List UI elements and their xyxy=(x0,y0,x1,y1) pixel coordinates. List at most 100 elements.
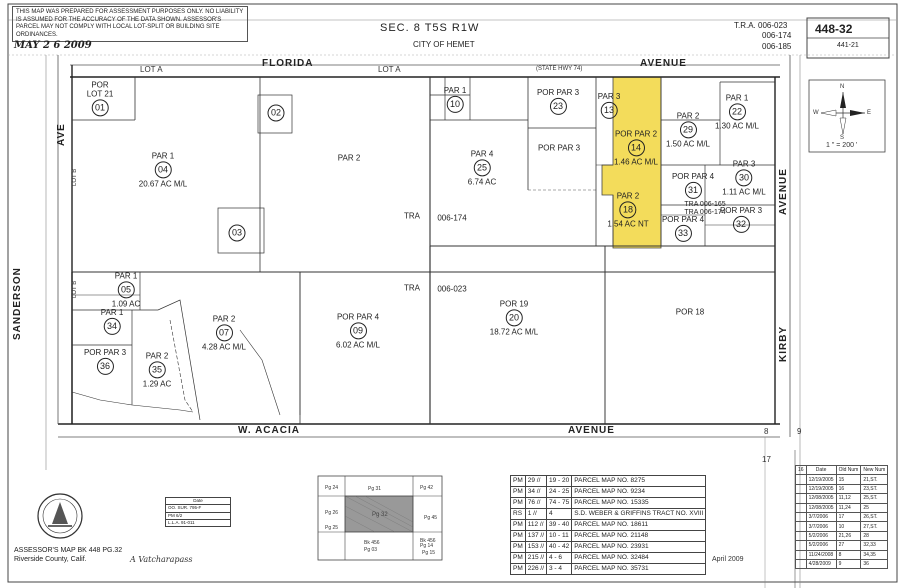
parcel-34[interactable]: PAR 1 34 xyxy=(101,308,123,336)
parcel-number: 22 xyxy=(728,103,746,121)
hist-table-cell: 12/19/2005 xyxy=(805,483,837,495)
hist-table-cell xyxy=(795,558,807,570)
parcel-area: 1.54 AC NT xyxy=(607,219,649,229)
pm-table-cell: 215 // xyxy=(524,552,548,564)
hist-table-cell: 15 xyxy=(835,474,862,485)
parcel-18[interactable]: PAR 2 18 1.54 AC NT xyxy=(607,191,648,228)
parcel-13[interactable]: PAR 3 13 xyxy=(598,92,620,120)
pm-table-cell: PM xyxy=(510,530,526,542)
por-par3-label: POR PAR 3 xyxy=(537,143,581,153)
parcel-02[interactable]: 02 xyxy=(267,104,285,123)
parcel-number: 18 xyxy=(619,201,637,219)
parcel-05[interactable]: PAR 1 05 1.09 AC xyxy=(112,271,140,308)
parcel-area: 1.30 AC M/L xyxy=(714,121,760,131)
street-acacia: W. ACACIA xyxy=(238,425,300,436)
received-stamp: MAY 2 6 2009 xyxy=(14,40,92,51)
footer: ASSESSOR'S MAP BK 448 PG.32 Riverside Co… xyxy=(14,546,122,564)
pm-table-cell: PARCEL MAP NO. 8275 xyxy=(571,475,707,487)
tra-block: T.R.A. 006-023 006-174 006-185 xyxy=(734,21,791,52)
hist-table-cell xyxy=(795,483,807,495)
parcel-number: 04 xyxy=(154,161,172,179)
hist-table-cell: 5/2/2006 xyxy=(805,530,837,542)
datebox-row: L.L.A. 91-011 xyxy=(166,518,230,526)
parcel-25[interactable]: PAR 4 25 6.74 AC xyxy=(468,149,496,186)
revision-date-box: Date OO. SUR. 795-F PM 6/2 L.L.A. 91-011 xyxy=(165,497,231,528)
hist-table-cell: 26,ST. xyxy=(860,511,889,523)
parcel-label: POR PAR 3 xyxy=(83,347,127,357)
parcel-10[interactable]: PAR 1 10 xyxy=(443,85,467,114)
lot-a-label: LOT A xyxy=(378,65,401,74)
lot-b-label: LOT B xyxy=(72,168,78,186)
parcel-label: POR PAR 3 xyxy=(719,205,763,215)
datebox-header: Date xyxy=(193,498,203,503)
index-pg32: Pg 32 xyxy=(372,512,388,518)
parcel-33[interactable]: POR PAR 4 33 xyxy=(662,215,704,243)
parcel-07[interactable]: PAR 2 07 4.28 AC M/L xyxy=(202,314,246,351)
section-number-17: 17 xyxy=(762,455,771,464)
parcel-14[interactable]: POR PAR 2 14 1.46 AC M/L xyxy=(614,129,658,166)
hist-table-cell: 5/2/2006 xyxy=(805,540,837,551)
footer-map-reference: ASSESSOR'S MAP BK 448 PG.32 xyxy=(14,547,123,554)
parcel-area: 1.50 AC M/L xyxy=(665,139,711,149)
tra-value: 006-174 xyxy=(762,31,792,41)
hist-table-cell: 10 xyxy=(835,521,862,532)
parcel-22[interactable]: PAR 1 22 1.30 AC M/L xyxy=(715,93,759,130)
parcel-number: 33 xyxy=(674,225,692,243)
tra-label: TRA xyxy=(404,283,420,293)
tra-label: TRA xyxy=(404,211,420,221)
pm-table-cell: 226 // xyxy=(524,563,548,575)
parcel-label: POR PAR 4 xyxy=(336,312,380,322)
pm-table-cell: 76 // xyxy=(524,497,548,509)
parcel-label: PAR 1 xyxy=(443,85,467,95)
parcel-number: 03 xyxy=(228,224,246,242)
pm-table-cell: 39 - 40 xyxy=(546,519,573,531)
pm-table-cell: 74 - 75 xyxy=(546,497,573,509)
street-sanderson-ave: AVE xyxy=(56,123,67,146)
parcel-label: PAR 3 xyxy=(732,159,756,169)
parcel-36[interactable]: POR PAR 3 36 xyxy=(84,348,126,376)
state-hwy-label: (STATE HWY 74) xyxy=(536,66,583,72)
drafter-signature: A Vatcharapass xyxy=(130,555,193,564)
pm-table-cell: 40 - 42 xyxy=(546,541,573,553)
parcel-number: 35 xyxy=(148,361,166,379)
parcel-number: 14 xyxy=(627,139,645,157)
parcel-20[interactable]: POR 19 20 18.72 AC M/L xyxy=(490,299,538,336)
parcel-label: POR 19 xyxy=(499,299,529,309)
pm-table-cell: 112 // xyxy=(524,519,548,531)
parcel-32[interactable]: POR PAR 3 32 xyxy=(720,206,762,234)
parcel-label: PAR 2 xyxy=(145,351,169,361)
datebox-row: PM 6/2 xyxy=(166,511,230,519)
parcel-31[interactable]: POR PAR 4 31 xyxy=(672,172,714,200)
parcel-number: 23 xyxy=(549,98,567,116)
parcel-number: 05 xyxy=(117,281,135,299)
hist-table-cell: 9 xyxy=(835,558,862,570)
parcel-29[interactable]: PAR 2 29 1.50 AC M/L xyxy=(666,111,710,148)
index-pg15: Pg 15 xyxy=(422,550,436,556)
por18-label: POR 18 xyxy=(675,307,705,317)
parcel-label: POR PAR 4 xyxy=(671,171,715,181)
hist-table-cell: 12/08/2005 xyxy=(805,493,837,504)
parcel-area: 18.72 AC M/L xyxy=(489,327,539,337)
parcel-01[interactable]: POR LOT 21 01 xyxy=(87,80,113,117)
compass-south: S xyxy=(840,135,845,141)
hist-table-cell xyxy=(795,540,807,551)
index-pg45: Pg 45 xyxy=(424,515,438,521)
parcel-09[interactable]: POR PAR 4 09 6.02 AC M/L xyxy=(336,312,380,349)
hist-table-cell: 23,ST. xyxy=(860,483,889,495)
parcel-03[interactable]: 03 xyxy=(228,224,246,243)
parcel-23[interactable]: POR PAR 3 23 xyxy=(537,88,579,116)
parcel-35[interactable]: PAR 2 35 1.29 AC xyxy=(143,351,171,388)
parcel-04[interactable]: PAR 1 04 20.67 AC M/L xyxy=(139,151,187,188)
parcel-30[interactable]: PAR 3 30 1.11 AC M/L xyxy=(722,159,765,196)
index-pg24: Pg 24 xyxy=(325,485,339,491)
street-acacia-avenue: AVENUE xyxy=(568,425,615,436)
